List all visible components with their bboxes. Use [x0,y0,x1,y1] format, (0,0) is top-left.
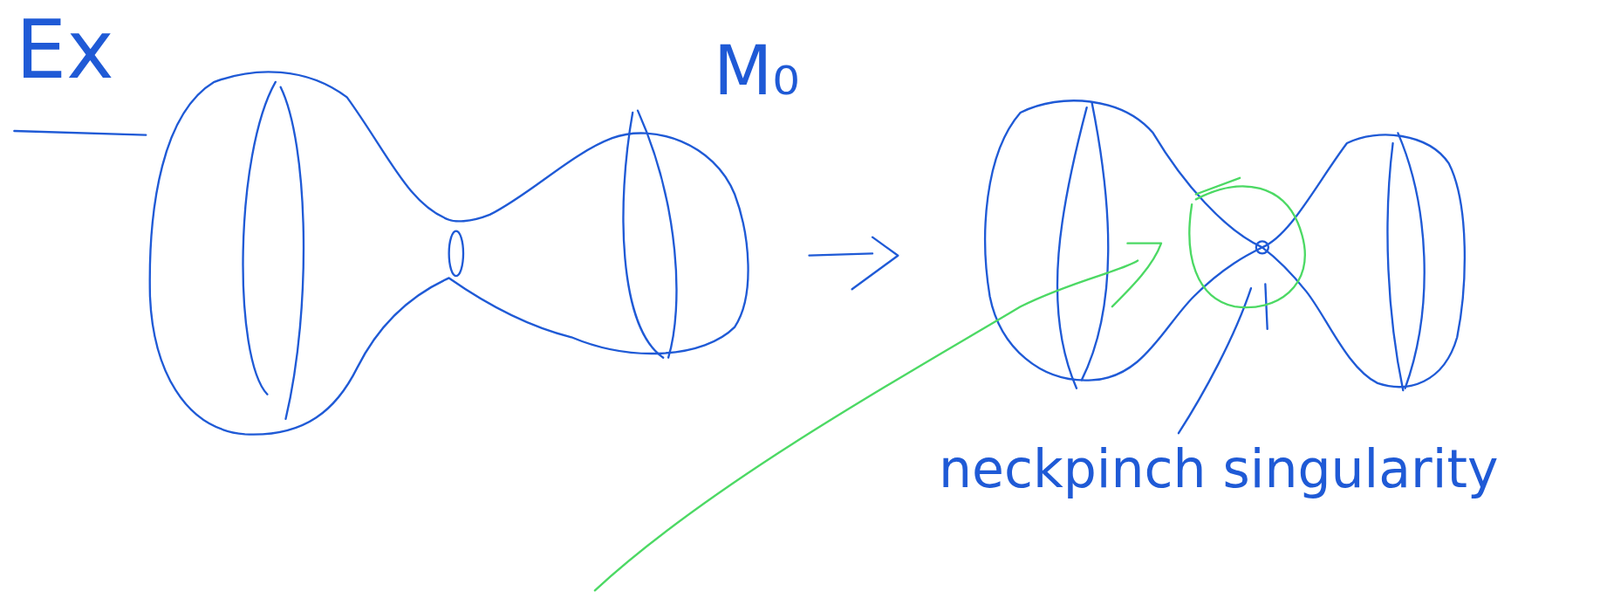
neck-section [449,231,464,276]
cross-section [1397,132,1424,388]
initial-surface [150,71,749,434]
pinched-surface [984,100,1263,380]
leader-line [1264,283,1267,329]
cross-section [637,110,677,358]
cross-section [243,82,276,395]
underline [13,130,146,136]
cross-section [622,112,664,358]
pinched-surface [1262,134,1465,387]
flow-arrow [809,237,899,290]
annotation-text: neckpinch singularity [938,442,1498,495]
example-label: Ex [15,10,115,91]
cross-section [1387,143,1403,390]
cross-section [280,87,304,419]
surface-name: M₀ [713,36,800,105]
cross-section [1081,102,1108,380]
cross-section [1057,107,1088,389]
highlight-circle [1189,177,1305,308]
singular-point [1256,240,1269,253]
annotation-arrow [594,243,1162,591]
leader-line [1178,287,1252,433]
